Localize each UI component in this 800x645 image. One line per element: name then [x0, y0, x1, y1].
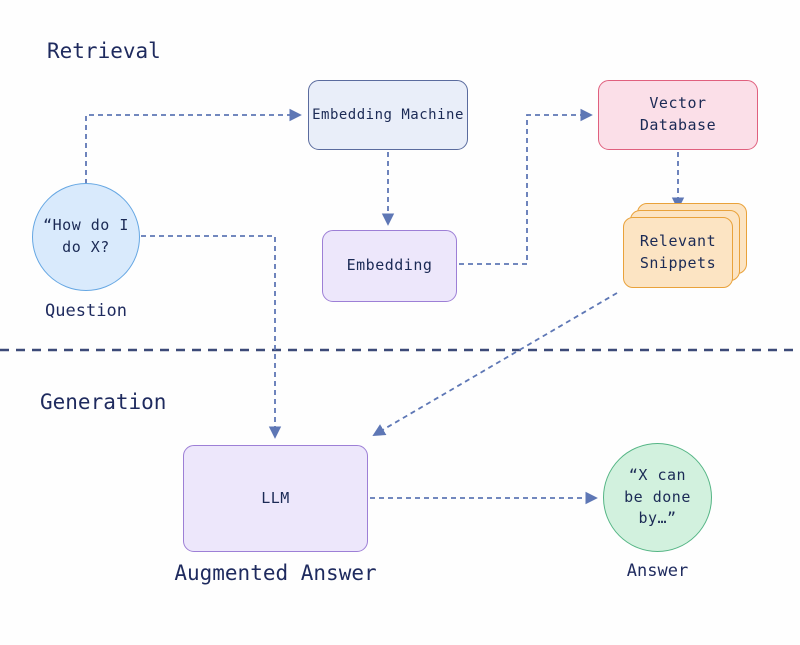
question-node-text: “How do I do X?	[43, 216, 129, 256]
augmented-answer-label: Augmented Answer	[174, 561, 377, 585]
answer-label: Answer	[626, 561, 689, 581]
relevant-snippets-node: Relevant Snippets	[623, 203, 748, 289]
embedding-text: Embedding	[346, 256, 433, 275]
generation-section-title: Generation	[40, 390, 167, 414]
embedding-node: Embedding	[322, 230, 457, 302]
vector-database-node: Vector Database	[598, 80, 758, 150]
retrieval-section-title: Retrieval	[47, 39, 161, 63]
question-node: “How do I do X?	[32, 183, 140, 291]
arrow-embedding-to-vector-database	[459, 108, 593, 265]
relevant-snippets-text: Relevant Snippets	[639, 231, 717, 272]
arrow-snippets-to-llm	[372, 292, 618, 436]
answer-node-text: “X can be done by…”	[624, 465, 691, 528]
llm-text: LLM	[261, 488, 290, 507]
answer-node: “X can be done by…”	[603, 443, 712, 552]
arrow-question-to-embedding-machine	[85, 108, 302, 184]
embedding-machine-node: Embedding Machine	[308, 80, 468, 150]
embedding-machine-text: Embedding Machine	[312, 106, 464, 123]
question-label: Question	[45, 301, 127, 321]
vector-database-text: Vector Database	[639, 94, 717, 134]
llm-node: LLM	[183, 445, 368, 552]
snippet-card-front: Relevant Snippets	[623, 217, 733, 288]
